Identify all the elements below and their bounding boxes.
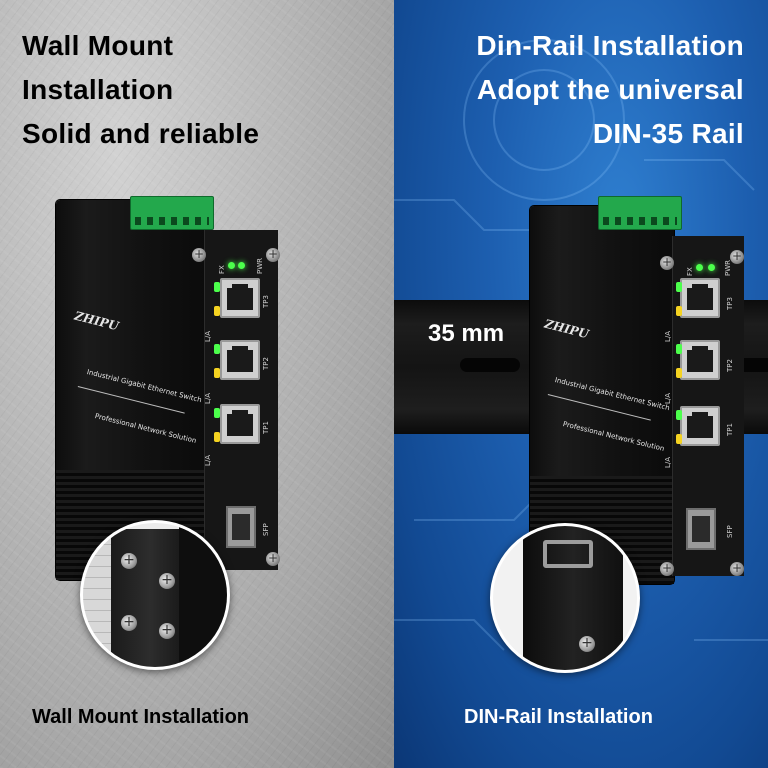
activity-led: [676, 306, 682, 316]
fx-label: FX: [218, 265, 226, 274]
screw-icon: [121, 615, 137, 631]
wall-mount-detail-zoom: [80, 520, 230, 670]
screw-icon: [192, 248, 206, 262]
activity-led: [214, 306, 220, 316]
switch-device-right: FX PWR TP3 TP2 TP1 L/A L/A L/A SFP ZHIPU…: [530, 196, 752, 596]
rj45-port-tp3: [220, 278, 260, 318]
power-terminal: [130, 196, 214, 230]
headline-line: Installation: [22, 74, 174, 105]
la-label: L/A: [204, 330, 212, 342]
la-label: L/A: [204, 392, 212, 404]
screw-icon: [660, 562, 674, 576]
pwr-label: PWR: [256, 257, 264, 274]
din-rail-headline: Din-Rail Installation Adopt the universa…: [476, 24, 744, 156]
rail-dimension-label: 35 mm: [428, 320, 505, 347]
rj45-port-tp1: [680, 406, 720, 446]
tp3-label: TP3: [726, 297, 734, 310]
screw-icon: [730, 562, 744, 576]
screw-icon: [159, 623, 175, 639]
mount-bracket: [111, 529, 189, 667]
la-label: L/A: [664, 330, 672, 342]
pwr-led: [238, 262, 245, 269]
fx-label: FX: [686, 267, 694, 276]
screw-icon: [730, 250, 744, 264]
rj45-port-tp1: [220, 404, 260, 444]
wall-mount-headline: Wall Mount Installation Solid and reliab…: [22, 24, 259, 156]
la-label: L/A: [664, 456, 672, 468]
headline-line: Solid and reliable: [22, 118, 260, 149]
link-led: [214, 344, 220, 354]
sfp-port: [686, 508, 716, 550]
link-led: [676, 282, 682, 292]
tp2-label: TP2: [262, 357, 270, 370]
headline-line: Wall Mount: [22, 30, 174, 61]
activity-led: [214, 432, 220, 442]
activity-led: [676, 368, 682, 378]
pwr-led: [708, 264, 715, 271]
sfp-port: [226, 506, 256, 548]
link-led: [214, 408, 220, 418]
rail-slot: [460, 358, 520, 372]
headline-line: DIN-35 Rail: [592, 118, 744, 149]
pwr-label: PWR: [724, 259, 732, 276]
din-rail-detail-zoom: [490, 523, 640, 673]
rj45-port-tp3: [680, 278, 720, 318]
la-label: L/A: [204, 454, 212, 466]
screw-icon: [266, 552, 280, 566]
screw-icon: [579, 636, 595, 652]
rail-clip-bracket: [523, 526, 623, 670]
fx-led: [696, 264, 703, 271]
rj45-port-tp2: [680, 340, 720, 380]
fx-led: [228, 262, 235, 269]
tp3-label: TP3: [262, 295, 270, 308]
headline-line: Din-Rail Installation: [476, 30, 744, 61]
sfp-label: SFP: [726, 525, 734, 538]
screw-icon: [159, 573, 175, 589]
screw-icon: [266, 248, 280, 262]
link-led: [676, 344, 682, 354]
device-edge: [179, 523, 227, 667]
tp1-label: TP1: [262, 421, 270, 434]
rj45-port-tp2: [220, 340, 260, 380]
power-terminal: [598, 196, 682, 230]
sfp-label: SFP: [262, 523, 270, 536]
wall-mount-caption: Wall Mount Installation: [32, 706, 250, 728]
activity-led: [676, 434, 682, 444]
tp1-label: TP1: [726, 423, 734, 436]
headline-line: Adopt the universal: [476, 74, 744, 105]
rail-clip: [543, 540, 593, 568]
link-led: [676, 410, 682, 420]
activity-led: [214, 368, 220, 378]
screw-icon: [121, 553, 137, 569]
din-rail-caption: DIN-Rail Installation: [464, 706, 653, 728]
screw-icon: [660, 256, 674, 270]
tp2-label: TP2: [726, 359, 734, 372]
link-led: [214, 282, 220, 292]
